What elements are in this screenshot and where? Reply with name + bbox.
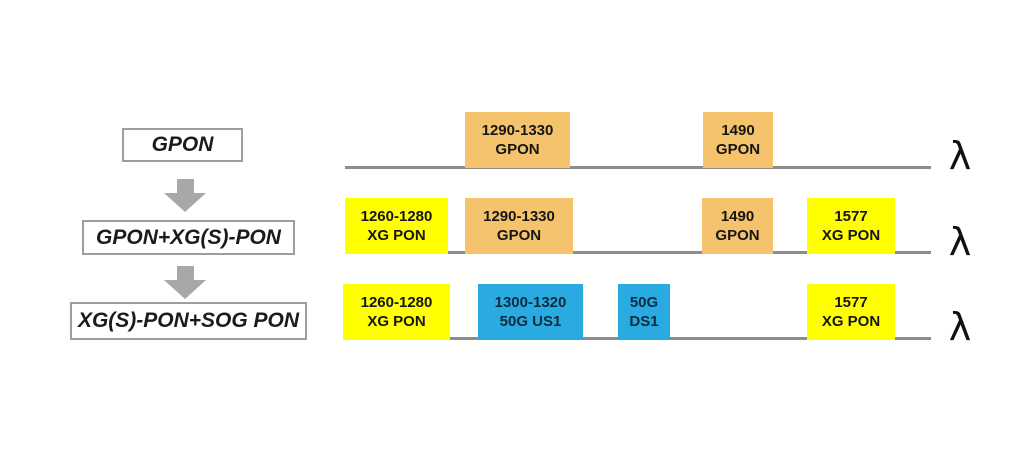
band-gpon-1290-1330: 1290-1330 GPON <box>465 112 570 168</box>
arrow-head <box>164 280 206 299</box>
band-name: GPON <box>715 141 761 158</box>
band-50g-ds1: 50G DS1 <box>618 284 670 340</box>
stage-label-gpon: GPON <box>151 133 214 156</box>
band-name: XG PON <box>821 227 881 244</box>
band-gpon-1290-1330: 1290-1330 GPON <box>465 198 573 254</box>
lambda-symbol-row1: λ <box>948 134 972 178</box>
stage-box-gpon-xgs-pon: GPON+XG(S)-PON <box>82 220 295 255</box>
band-name: GPON <box>495 141 540 158</box>
band-xgpon-1577: 1577 XG PON <box>807 284 895 340</box>
wavelength-axis-row2 <box>345 251 931 254</box>
lambda-symbol-row3: λ <box>948 305 972 349</box>
band-name: GPON <box>715 227 760 244</box>
stage-box-gpon: GPON <box>122 128 243 162</box>
band-name: GPON <box>496 227 542 244</box>
band-xgpon-1260-1280: 1260-1280 XG PON <box>345 198 448 254</box>
band-range: 1577 <box>834 208 868 225</box>
band-range: 1490 <box>720 208 755 225</box>
band-range: 1260-1280 <box>360 208 433 225</box>
band-range: 1290-1330 <box>483 208 555 225</box>
wavelength-axis-row1 <box>345 166 931 169</box>
band-range: 1300-1320 <box>494 294 567 311</box>
lambda-symbol-row2: λ <box>948 220 972 264</box>
stage-label-gpon-xgs-pon: GPON+XG(S)-PON <box>96 225 281 249</box>
arrow-stem <box>176 179 194 193</box>
band-name: XG PON <box>367 227 426 244</box>
down-arrow-icon <box>163 266 207 299</box>
stage-label-xgs-pon-sog-pon: XG(S)-PON+SOG PON <box>77 309 300 332</box>
band-range: 50G <box>629 294 659 311</box>
band-50g-us1-1300-1320: 1300-1320 50G US1 <box>478 284 583 340</box>
band-name: XG PON <box>367 313 426 330</box>
arrow-stem <box>176 266 194 280</box>
band-xgpon-1260-1280: 1260-1280 XG PON <box>343 284 450 340</box>
band-name: DS1 <box>629 313 659 330</box>
band-name: 50G US1 <box>499 313 562 330</box>
stage-box-xgs-pon-sog-pon: XG(S)-PON+SOG PON <box>70 302 307 340</box>
band-range: 1577 <box>834 294 868 311</box>
band-range: 1290-1330 <box>481 122 554 139</box>
arrow-head <box>164 193 206 212</box>
band-range: 1260-1280 <box>360 294 433 311</box>
band-range: 1490 <box>721 122 755 139</box>
band-name: XG PON <box>821 313 881 330</box>
band-gpon-1490: 1490 GPON <box>703 112 773 168</box>
band-gpon-1490: 1490 GPON <box>702 198 773 254</box>
down-arrow-icon <box>163 179 207 212</box>
band-xgpon-1577: 1577 XG PON <box>807 198 895 254</box>
